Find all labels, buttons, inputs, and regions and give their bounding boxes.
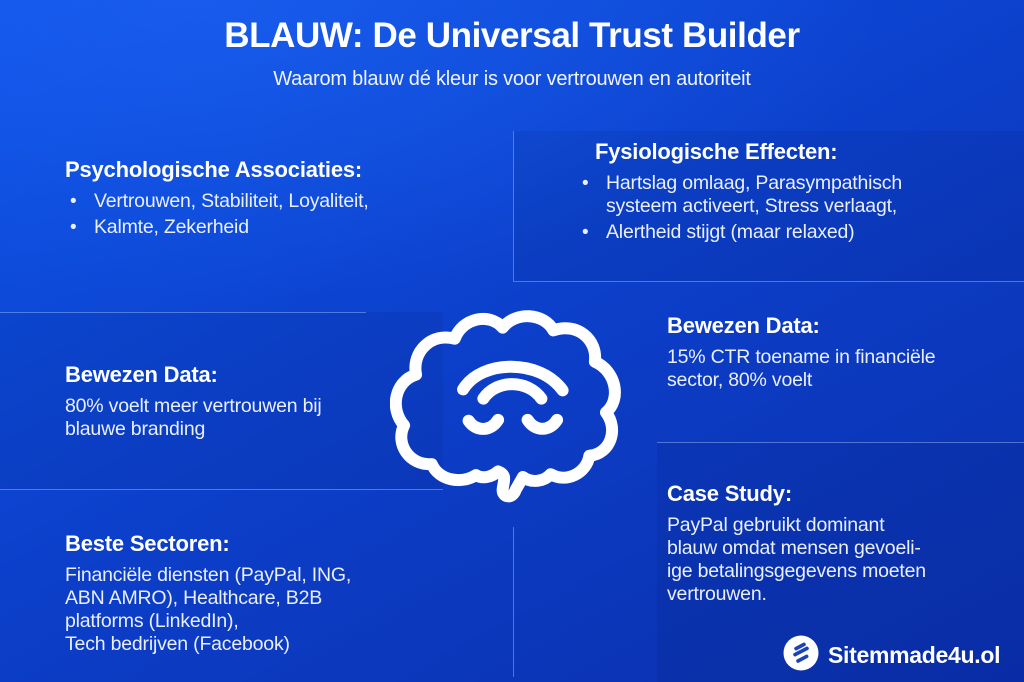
page-title: BLAUW: De Universal Trust Builder — [224, 16, 800, 55]
bullet-list: • Hartslag omlaag, Parasympathisch syste… — [577, 172, 997, 244]
section-heading: Fysiologische Effecten: — [595, 139, 838, 164]
brand-name: Sitemmade4u.ol — [828, 642, 1001, 668]
section-body: 80% voelt meer vertrouwen bij blauwe bra… — [65, 395, 322, 440]
section-body: PayPal gebruikt dominant blauw omdat men… — [667, 514, 926, 605]
bullet-list: • Vertrouwen, Stabiliteit, Loyaliteit, •… — [65, 190, 435, 239]
bewezen-left-panel — [0, 312, 443, 489]
bullet-text: Kalmte, Zekerheid — [94, 216, 249, 238]
list-item: • Hartslag omlaag, Parasympathisch syste… — [577, 172, 997, 218]
list-item: • Alertheid stijgt (maar relaxed) — [577, 221, 997, 244]
brand-logo: Sitemmade4u.ol — [783, 635, 1000, 676]
section-heading: Case Study: — [667, 481, 792, 506]
divider-line — [513, 527, 514, 677]
bullet-dot-icon: • — [582, 173, 589, 194]
sitemmade4u-logo-icon — [783, 635, 819, 676]
bullet-text: Hartslag omlaag, Parasympathisch systeem… — [606, 172, 902, 217]
section-beste-sectoren: Beste Sectoren: Financiële diensten (Pay… — [65, 531, 455, 656]
section-fysiologische-effecten: Fysiologische Effecten: • Hartslag omlaa… — [577, 139, 997, 244]
section-case-study: Case Study: PayPal gebruikt dominant bla… — [667, 481, 997, 606]
divider-line — [0, 312, 366, 313]
bullet-dot-icon: • — [70, 217, 77, 238]
section-heading: Psychologische Associaties: — [65, 157, 363, 182]
section-bewezen-data-right: Bewezen Data: 15% CTR toename in financi… — [667, 313, 997, 392]
fysiologische-panel — [513, 131, 1024, 282]
page-subtitle: Waarom blauw dé kleur is voor vertrouwen… — [273, 68, 751, 90]
bullet-dot-icon: • — [582, 222, 589, 243]
section-heading: Bewezen Data: — [667, 313, 820, 338]
list-item: • Kalmte, Zekerheid — [65, 216, 435, 239]
bullet-text: Alertheid stijgt (maar relaxed) — [606, 221, 855, 243]
divider-line — [657, 442, 1024, 443]
section-heading: Bewezen Data: — [65, 362, 218, 387]
section-psychologische-associaties: Psychologische Associaties: • Vertrouwen… — [65, 157, 435, 239]
bullet-dot-icon: • — [70, 191, 77, 212]
divider-line — [0, 489, 443, 490]
bullet-text: Vertrouwen, Stabiliteit, Loyaliteit, — [94, 190, 369, 212]
calm-brain-icon — [389, 300, 632, 512]
section-heading: Beste Sectoren: — [65, 531, 230, 556]
section-bewezen-data-left: Bewezen Data: 80% voelt meer vertrouwen … — [65, 362, 415, 441]
section-body: Financiële diensten (PayPal, ING, ABN AM… — [65, 564, 352, 655]
list-item: • Vertrouwen, Stabiliteit, Loyaliteit, — [65, 190, 435, 213]
section-body: 15% CTR toename in financiële sector, 80… — [667, 346, 936, 391]
case-study-panel — [657, 442, 1024, 682]
